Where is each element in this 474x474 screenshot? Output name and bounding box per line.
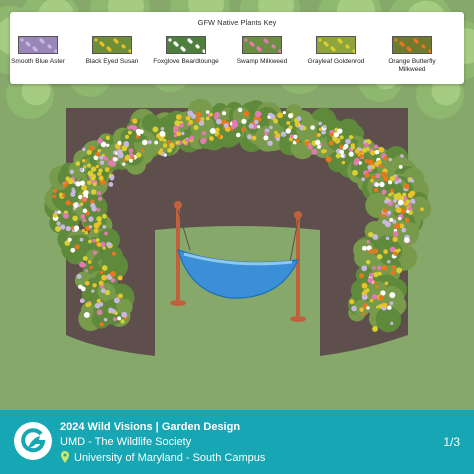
plant-arch	[44, 98, 432, 333]
page-number: 1/3	[443, 435, 460, 449]
key-label-5: Grayleaf Goldenrod	[307, 58, 365, 65]
gfw-logo-icon	[14, 422, 52, 460]
key-label-6: Orange Butterfly Milkweed	[388, 58, 436, 73]
footer-title: 2024 Wild Visions | Garden Design	[60, 421, 241, 433]
key-label-2: Black Eyed Susan	[85, 58, 139, 65]
map-pin-icon	[61, 451, 69, 463]
footer-location: University of Maryland - South Campus	[60, 451, 265, 464]
key-label-4: Swamp Milkweed	[236, 58, 288, 65]
hammock-stand	[170, 201, 306, 322]
hammock	[177, 209, 299, 299]
location-text: University of Maryland - South Campus	[74, 452, 266, 464]
soil-bed	[66, 108, 408, 356]
plant-key: GFW Native Plants Key Smooth Blue Aster B…	[10, 12, 464, 84]
key-label-3: Foxglove Beardtounge	[153, 58, 219, 65]
key-swatch-3	[166, 36, 206, 54]
key-swatch-6	[392, 36, 432, 54]
key-label-1: Smooth Blue Aster	[11, 58, 65, 65]
key-title: GFW Native Plants Key	[197, 18, 277, 27]
footer-bar: 2024 Wild Visions | Garden Design UMD - …	[0, 410, 474, 474]
footer-subtitle: UMD - The Wildlife Society	[60, 436, 192, 448]
key-swatch-2	[92, 36, 132, 54]
key-swatch-5	[316, 36, 356, 54]
key-swatch-1	[18, 36, 58, 54]
key-swatch-4	[242, 36, 282, 54]
